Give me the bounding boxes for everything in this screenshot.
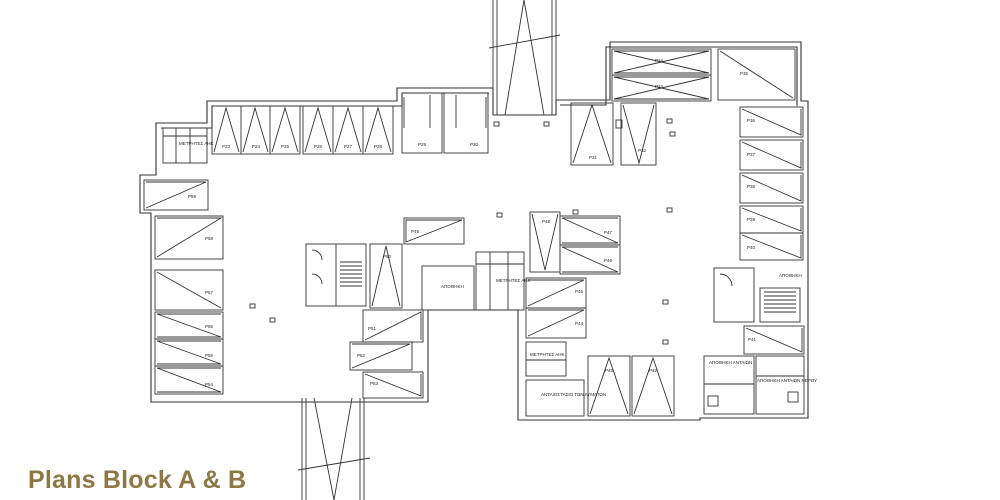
label-storage-right: ΑΠΟΘΗΚΗ — [779, 273, 802, 278]
parking-p31-p32 — [570, 102, 657, 166]
parking-p29-p30 — [401, 92, 489, 154]
parking-p45-p47 — [559, 215, 621, 275]
plan-labels: P23 P24 P25 P26 P27 P28 P29 P30 P31 P32 … — [179, 58, 817, 397]
label-p29: P29 — [418, 142, 427, 147]
label-p51: P51 — [368, 326, 377, 331]
label-p28: P28 — [374, 144, 383, 149]
label-p30: P30 — [470, 142, 479, 147]
label-p58: P58 — [205, 236, 214, 241]
lower-middle-rooms — [525, 341, 675, 417]
label-p57: P57 — [205, 290, 214, 295]
label-p45: P45 — [575, 289, 584, 294]
label-p43: P43 — [605, 368, 614, 373]
parking-row-top-left — [211, 105, 394, 155]
label-p53: P53 — [370, 381, 379, 386]
label-p38: P38 — [747, 184, 756, 189]
label-p36: P36 — [747, 118, 756, 123]
label-p35: P35 — [740, 71, 749, 76]
parking-p51-p53 — [349, 309, 424, 399]
label-p37: P37 — [747, 152, 756, 157]
label-p40: P40 — [747, 245, 756, 250]
meter-room-left — [162, 127, 208, 164]
label-storage-center: ΑΠΟΘΗΚΗ — [441, 284, 464, 289]
parking-p44-p45 — [525, 277, 587, 339]
label-meters-lower: ΜΕΤΡΗΤΕΣ ΑΗΚ — [530, 352, 565, 357]
label-p25: P25 — [281, 144, 290, 149]
label-p33: P33 — [655, 84, 664, 89]
parking-p35 — [717, 48, 796, 101]
label-p52: P52 — [357, 353, 366, 358]
label-p23: P23 — [222, 144, 231, 149]
building-outline — [139, 41, 809, 421]
label-sewage-pump: ΑΝΤΛΙΟΣΤΑΣΙΟ ΤΩΝ ΛΥΜΑΤΩΝ — [541, 392, 606, 397]
page-title: Plans Block A & B — [28, 466, 247, 494]
label-p55: P55 — [205, 353, 214, 358]
parking-p33-p34 — [611, 48, 712, 102]
label-pump-room-b: ΑΠΟΘΗΚΗ ΑΝΤΛΙΩΝ ΝΕΡΟΥ — [757, 378, 817, 383]
label-p34: P34 — [655, 58, 664, 63]
parking-left-lower — [154, 269, 224, 395]
stair-core-right — [713, 267, 805, 355]
label-p47: P47 — [604, 230, 613, 235]
label-p32: P32 — [638, 148, 647, 153]
label-p50: P50 — [383, 254, 392, 259]
label-p39: P39 — [747, 217, 756, 222]
central-storage — [421, 251, 525, 311]
label-p44: P44 — [575, 321, 584, 326]
parking-left-upper — [143, 179, 224, 260]
label-pump-room-a: ΑΠΟΘΗΚΗ ΑΝΤΛΙΩΝ — [709, 360, 752, 365]
ramp-top — [488, 0, 561, 116]
label-p42: P42 — [649, 368, 658, 373]
label-meters-center: ΜΕΤΡΗΤΕΣ ΑΗΚ — [496, 278, 531, 283]
label-p49: P49 — [411, 229, 420, 234]
parking-column-right — [739, 106, 804, 261]
parking-p49-p50 — [369, 217, 465, 309]
label-p26: P26 — [314, 144, 323, 149]
service-rooms — [703, 355, 805, 415]
label-meters-left: ΜΕΤΡΗΤΕΣ ΑΗΚ — [179, 141, 214, 146]
label-p54: P54 — [205, 382, 214, 387]
label-p31: P31 — [589, 155, 598, 160]
label-p48: P48 — [542, 219, 551, 224]
stair-core-left — [305, 243, 367, 307]
label-p24: P24 — [252, 144, 261, 149]
columns — [249, 118, 676, 345]
label-p59: P59 — [188, 194, 197, 199]
label-p41: P41 — [748, 337, 757, 342]
label-p27: P27 — [344, 144, 353, 149]
label-p56: P56 — [205, 324, 214, 329]
ramp-bottom — [297, 397, 371, 500]
label-p46: P46 — [604, 258, 613, 263]
